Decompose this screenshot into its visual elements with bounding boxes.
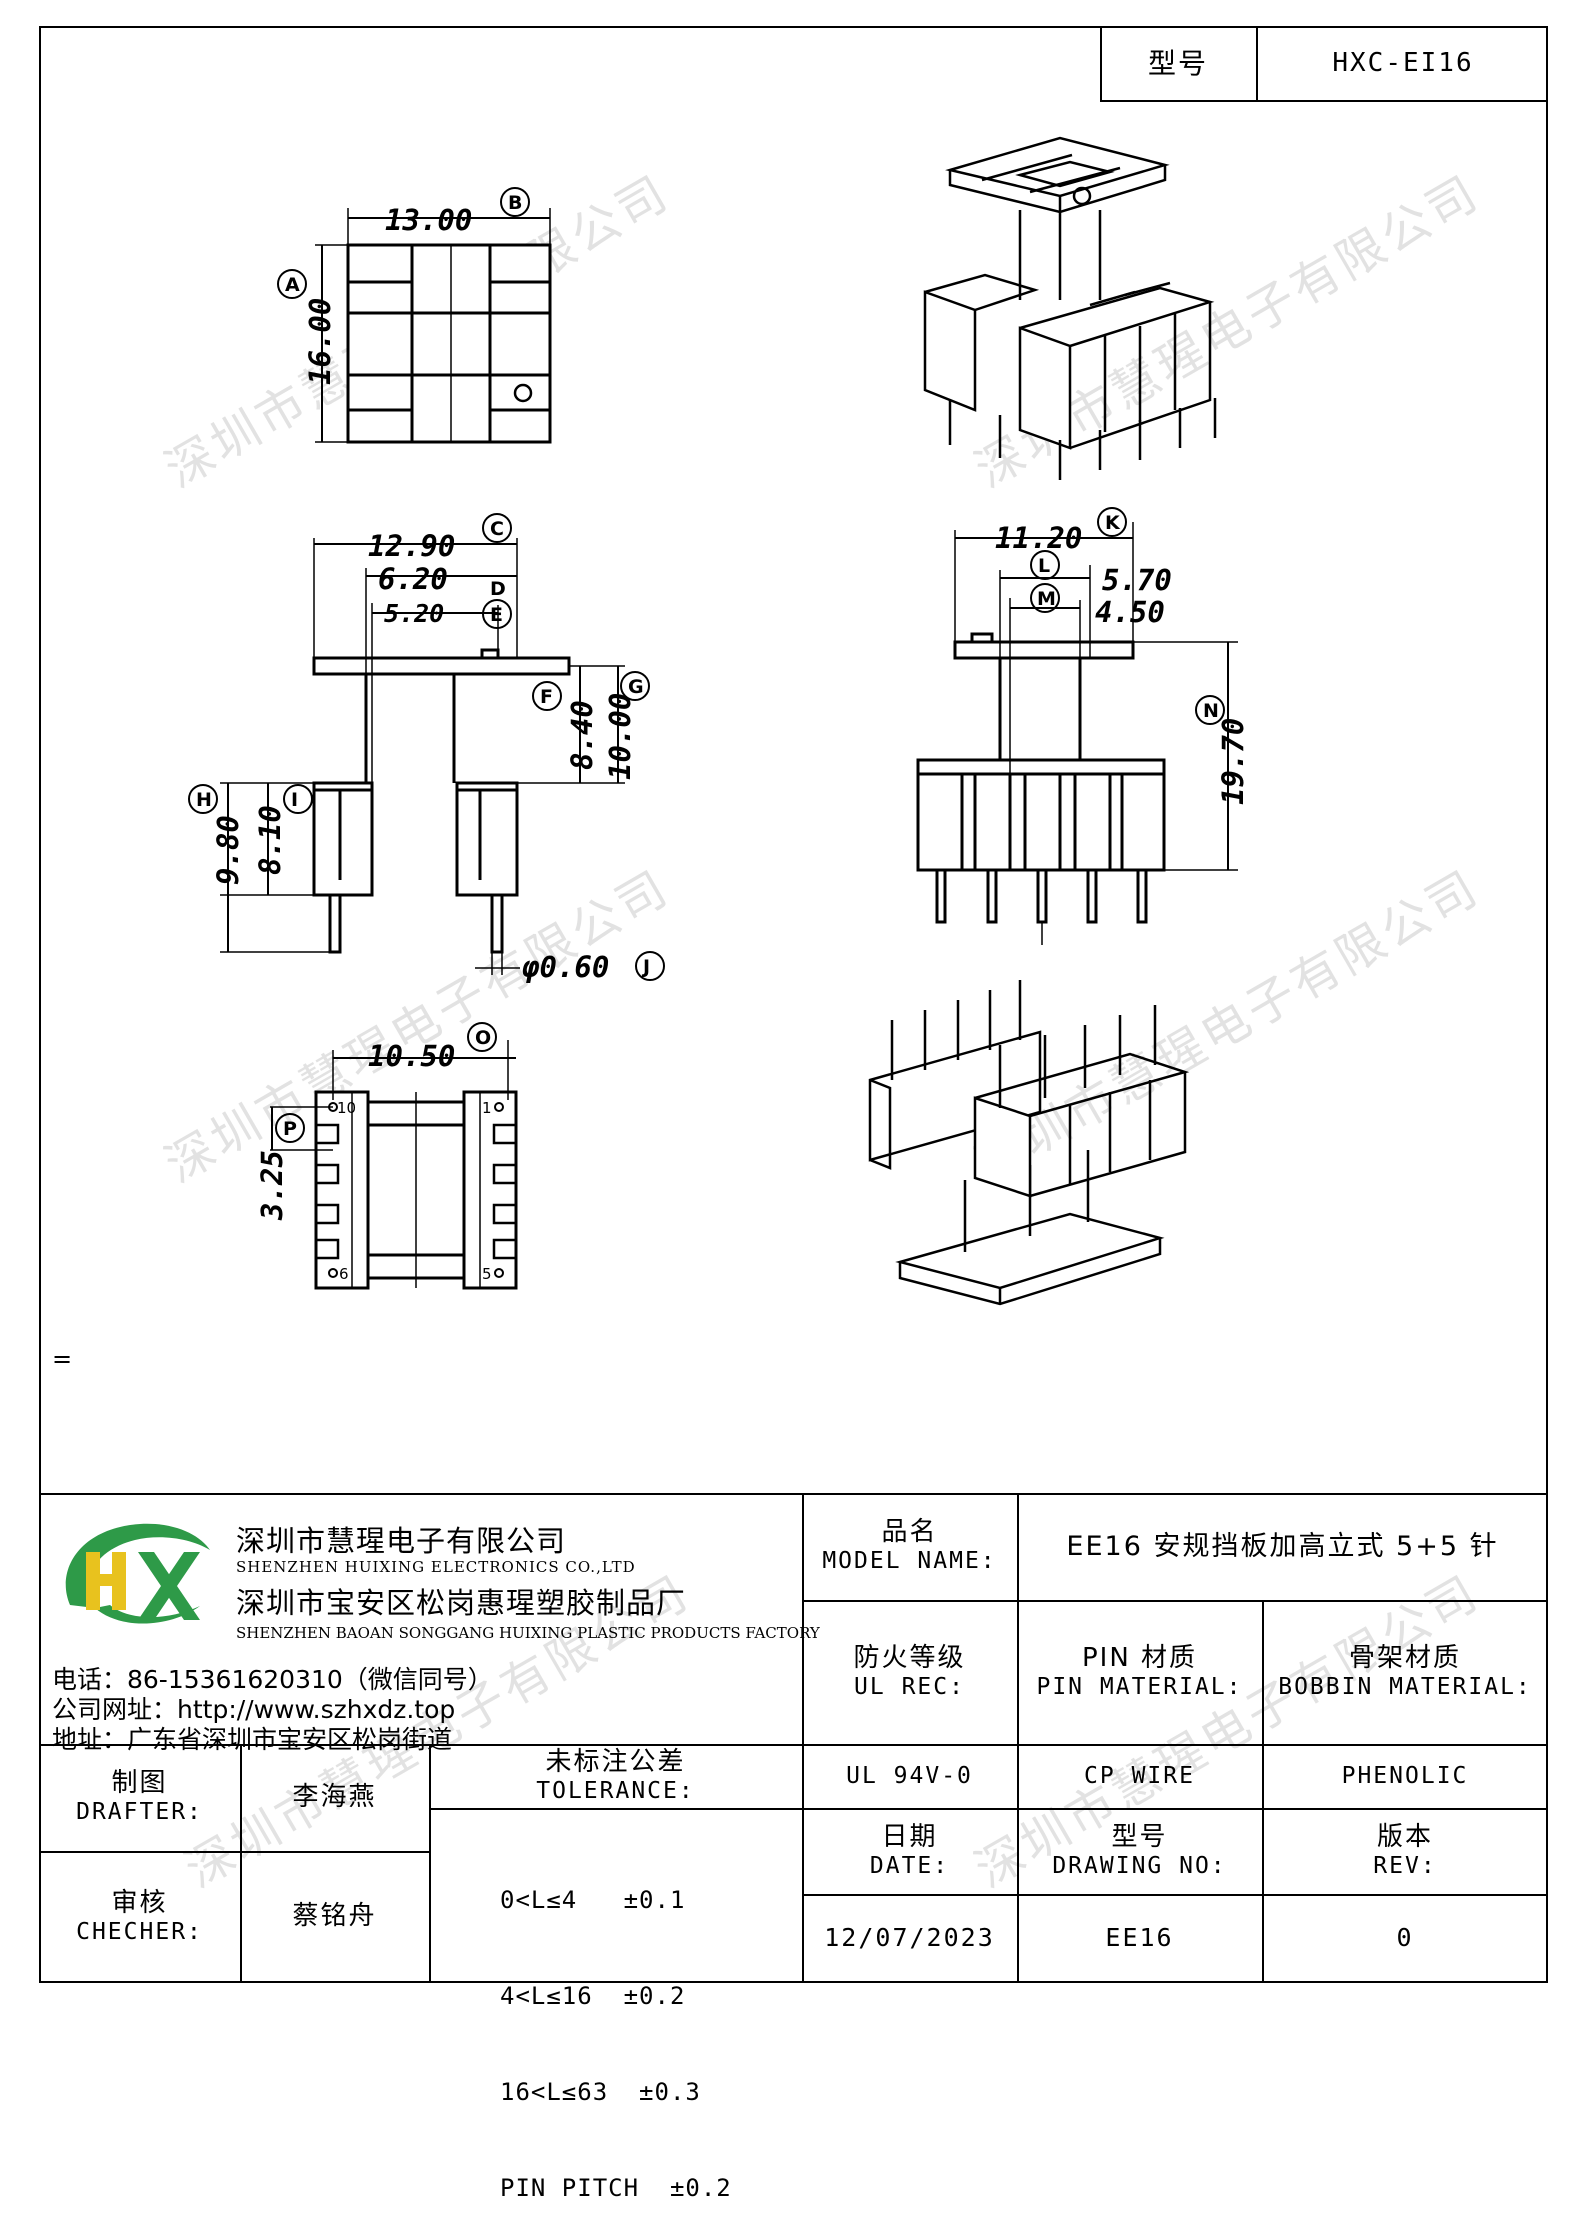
pin-number-10: 10 xyxy=(337,1099,356,1117)
dim-I-label: I xyxy=(291,789,298,811)
isometric-view-bottom xyxy=(868,980,1190,1306)
pin-number-5: 5 xyxy=(482,1265,492,1283)
pin-number-1: 1 xyxy=(482,1099,492,1117)
dim-A-label: A xyxy=(285,274,300,296)
ul-rec-label: 防火等级 UL REC: xyxy=(853,1642,966,1700)
dim-E-value: 5.20 xyxy=(384,599,444,628)
model-name-label: 品名 MODEL NAME: xyxy=(822,1517,997,1575)
dim-L-value: 5.70 xyxy=(1102,563,1172,597)
model-name-value: EE16 安规挡板加高立式 5+5 针 xyxy=(1066,1530,1499,1562)
dim-B-value: 13.00 xyxy=(385,203,472,237)
company-name-en: SHENZHEN HUIXING ELECTRONICS CO.,LTD xyxy=(236,1558,636,1576)
dim-G-value: 10.00 xyxy=(603,693,637,780)
dim-D-label: D xyxy=(490,578,506,600)
dim-O-value: 10.50 xyxy=(368,1039,455,1073)
top-view xyxy=(277,187,552,444)
drafter-name: 李海燕 xyxy=(292,1781,377,1812)
dim-L-label: L xyxy=(1038,555,1050,577)
model-value: HXC-EI16 xyxy=(1332,48,1474,79)
dim-H-value: 9.80 xyxy=(211,815,245,885)
technical-drawing: 13.00 B A 16.00 12.90 C 6.20 D 5.20 E F … xyxy=(188,136,1250,1306)
dim-J-label: J xyxy=(641,956,650,978)
drawing-no-label: 型号 DRAWING NO: xyxy=(1052,1821,1227,1879)
pin-material-value: CP WIRE xyxy=(1084,1762,1195,1789)
drawing-no-value: EE16 xyxy=(1105,1923,1174,1953)
dim-N-label: N xyxy=(1203,700,1219,722)
dim-H-label: H xyxy=(196,789,212,811)
front-view xyxy=(916,507,1238,945)
tolerance-table: 0<L≤4 ±0.1 4<L≤16 ±0.2 16<L≤63 ±0.3 PIN … xyxy=(500,1886,732,2202)
company-logo xyxy=(65,1523,210,1624)
pin-material-label: PIN 材质 PIN MATERIAL: xyxy=(1036,1642,1243,1700)
dim-B-label: B xyxy=(508,192,522,214)
dim-K-value: 11.20 xyxy=(995,521,1082,555)
factory-name-en: SHENZHEN BAOAN SONGGANG HUIXING PLASTIC … xyxy=(236,1624,820,1642)
dim-C-label: C xyxy=(490,518,504,540)
dim-P-label: P xyxy=(283,1118,297,1140)
dim-E-label: E xyxy=(490,604,503,626)
isometric-view-top xyxy=(923,136,1217,480)
dim-I-value: 8.10 xyxy=(253,805,287,875)
bottom-view xyxy=(270,1022,518,1290)
rev-label: 版本 REV: xyxy=(1373,1821,1437,1879)
company-website: 公司网址：http://www.szhxdz.top xyxy=(52,1695,456,1724)
dim-A-value: 16.00 xyxy=(303,298,337,385)
dim-M-value: 4.50 xyxy=(1095,595,1165,629)
drawing-frame xyxy=(39,26,1548,1983)
dim-N-value: 19.70 xyxy=(1216,718,1250,805)
tolerance-label: 未标注公差 TOLERANCE: xyxy=(536,1746,695,1804)
dim-O-label: O xyxy=(475,1027,491,1049)
date-value: 12/07/2023 xyxy=(824,1923,995,1953)
dim-D-value: 6.20 xyxy=(378,562,448,596)
date-label: 日期 DATE: xyxy=(869,1821,950,1879)
dim-G-label: G xyxy=(628,676,644,698)
dim-K-label: K xyxy=(1105,512,1121,534)
dim-F-value: 8.40 xyxy=(565,700,599,770)
model-label: 型号 xyxy=(1147,46,1208,80)
bobbin-material-label: 骨架材质 BOBBIN MATERIAL: xyxy=(1278,1642,1532,1700)
bobbin-material-value: PHENOLIC xyxy=(1341,1762,1469,1789)
side-view xyxy=(188,513,665,981)
company-address: 地址：广东省深圳市宝安区松岗街道 xyxy=(52,1725,453,1754)
company-name-cn: 深圳市慧瑆电子有限公司 xyxy=(236,1524,567,1558)
checker-name: 蔡铭舟 xyxy=(292,1901,377,1932)
dim-C-value: 12.90 xyxy=(368,529,455,563)
dim-J-value: φ0.60 xyxy=(521,950,609,984)
checker-label: 审核 CHECHER: xyxy=(76,1887,203,1945)
company-phone: 电话：86-15361620310（微信同号） xyxy=(52,1665,493,1694)
pin-number-6: 6 xyxy=(339,1265,349,1283)
factory-name-cn: 深圳市宝安区松岗惠瑆塑胶制品厂 xyxy=(236,1586,687,1620)
drafter-label: 制图 DRAFTER: xyxy=(76,1768,203,1826)
dim-P-value: 3.25 xyxy=(255,1150,289,1221)
stray-mark: = xyxy=(52,1345,73,1373)
dim-M-label: M xyxy=(1037,588,1056,610)
rev-value: 0 xyxy=(1396,1923,1414,1953)
dim-F-label: F xyxy=(540,686,553,708)
model-box xyxy=(1100,26,1548,102)
ul-rec-value: UL 94V-0 xyxy=(846,1762,973,1789)
